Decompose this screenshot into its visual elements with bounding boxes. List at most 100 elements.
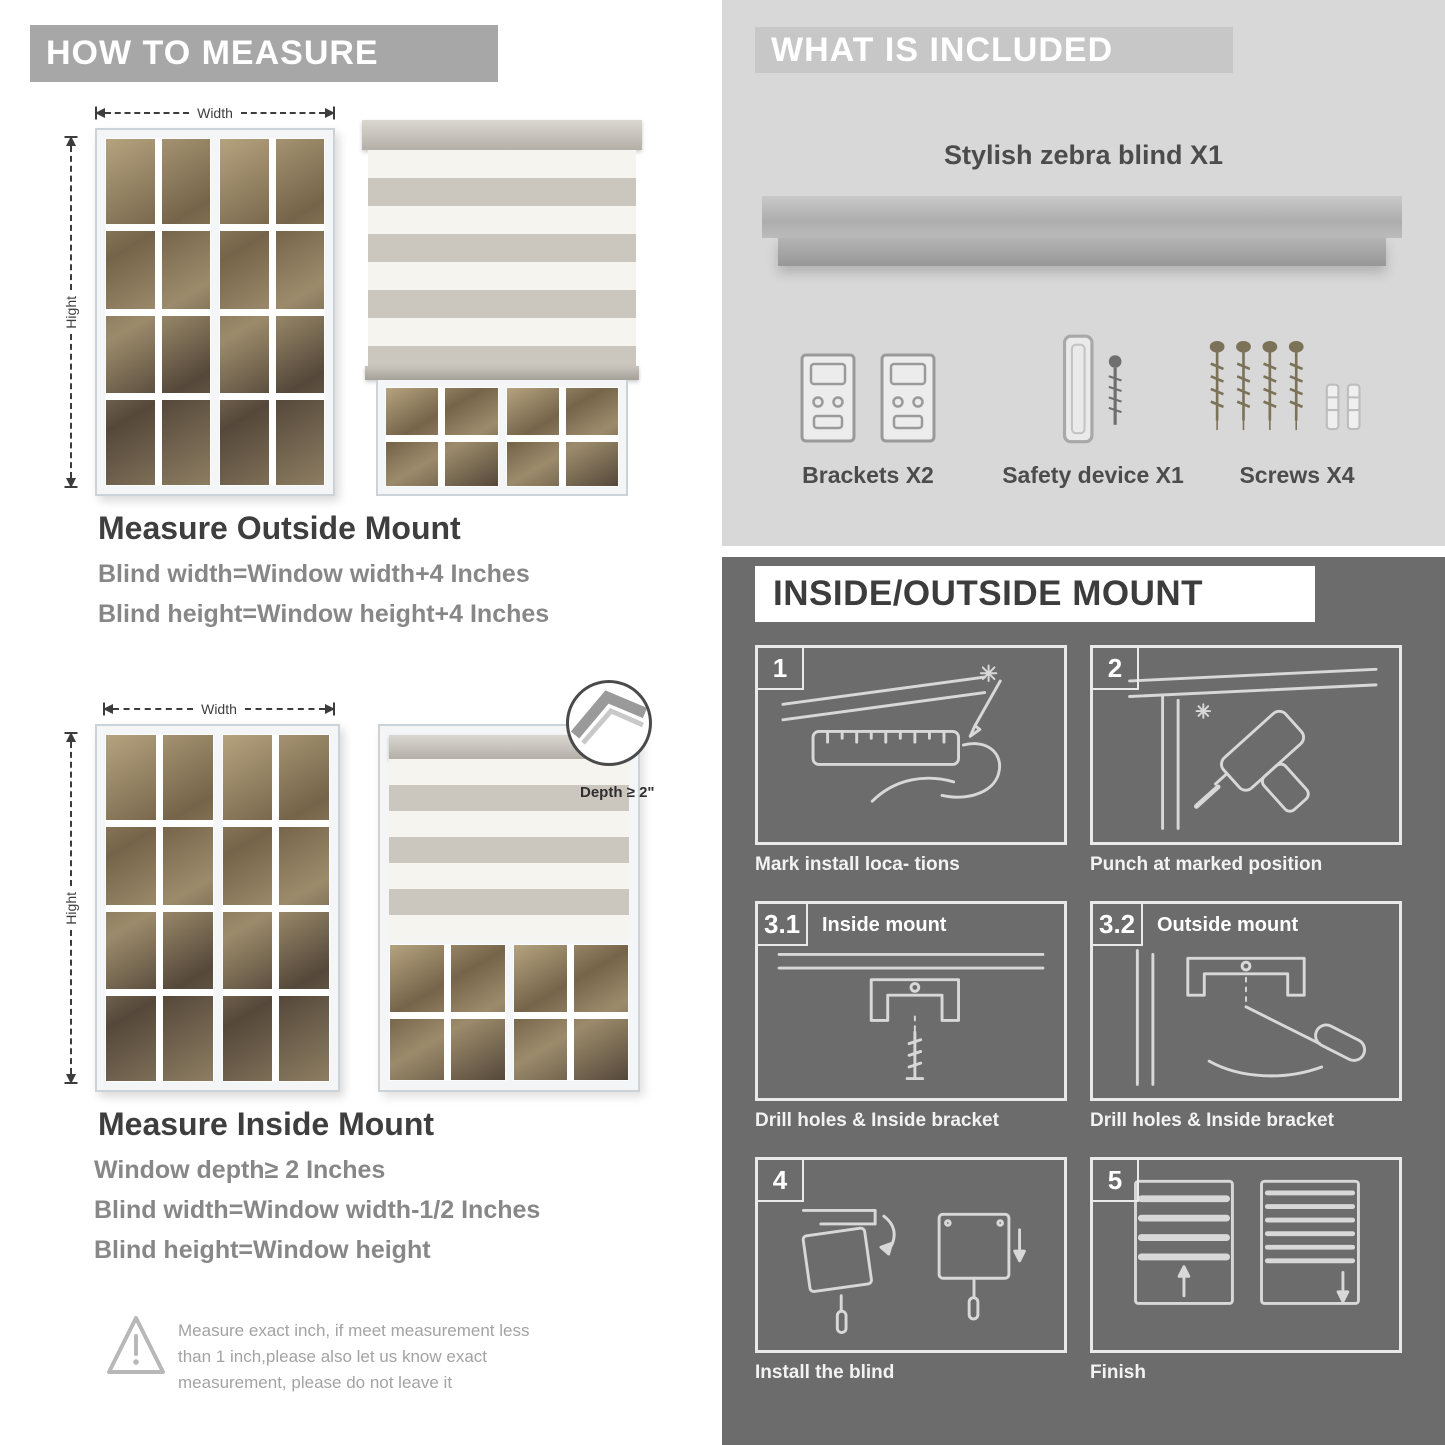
screws-illustration bbox=[1192, 328, 1392, 448]
safety-device-illustration bbox=[993, 328, 1193, 448]
step-caption: Drill holes & Inside bracket bbox=[755, 1110, 999, 1131]
depth-callout-circle bbox=[566, 680, 652, 766]
note-line: than 1 inch,please also let us know exac… bbox=[178, 1347, 488, 1366]
step-1: 1 Mark install loca bbox=[755, 645, 1067, 876]
step-label: Inside mount bbox=[822, 914, 947, 936]
step-caption: Drill holes & Inside bracket bbox=[1090, 1110, 1334, 1131]
blind-headrail-cassette bbox=[778, 238, 1386, 266]
step-label: Outside mount bbox=[1157, 914, 1299, 936]
brackets-label: Brackets X2 bbox=[802, 462, 934, 488]
drill-illustration bbox=[1128, 667, 1378, 830]
measurement-note: Measure exact inch, if meet measurement … bbox=[178, 1318, 529, 1396]
height-arrow-inside: Hight bbox=[62, 732, 80, 1084]
arrow-left-icon bbox=[103, 704, 113, 714]
mount-banner: INSIDE/OUTSIDE MOUNT bbox=[755, 566, 1315, 622]
step-2: 2 bbox=[1090, 645, 1402, 876]
step-box: 3.1 Inside mount bbox=[755, 901, 1067, 1101]
inside-mount-line2: Blind width=Window width-1/2 Inches bbox=[94, 1196, 541, 1224]
mount-instructions-section: INSIDE/OUTSIDE MOUNT 1 bbox=[722, 557, 1445, 1445]
depth-callout-label: Depth ≥ 2" bbox=[580, 784, 655, 801]
step-box: 1 bbox=[755, 645, 1067, 845]
step-caption: Mark install loca- tions bbox=[755, 854, 960, 875]
outside-mount-line1: Blind width=Window width+4 Inches bbox=[98, 560, 530, 588]
finished-blinds-illustration bbox=[1134, 1179, 1360, 1305]
step-box: 5 bbox=[1090, 1157, 1402, 1353]
step-box: 3.2 Outside mount bbox=[1090, 901, 1402, 1101]
blind-bottom-rail bbox=[365, 366, 639, 380]
what-is-included-title: WHAT IS INCLUDED bbox=[771, 30, 1114, 69]
window-sash bbox=[512, 944, 629, 1081]
width-label: Width bbox=[197, 105, 233, 121]
zebra-blind-inside-figure bbox=[378, 724, 640, 1092]
mount-title: INSIDE/OUTSIDE MOUNT bbox=[773, 574, 1204, 613]
blind-cassette bbox=[362, 120, 642, 150]
window-sash bbox=[385, 387, 499, 487]
step-4: 4 Instal bbox=[755, 1157, 1067, 1384]
step-number: 3.2 bbox=[1093, 904, 1144, 946]
step-5: 5 Finish bbox=[1090, 1157, 1402, 1384]
step-caption: Install the blind bbox=[755, 1362, 895, 1383]
window-sash bbox=[219, 138, 325, 486]
step-box: 2 bbox=[1090, 645, 1402, 845]
blind-stripes bbox=[389, 759, 629, 941]
zebra-blind-outside-figure bbox=[362, 120, 642, 496]
bracket-icon bbox=[800, 353, 856, 443]
note-line: Measure exact inch, if meet measurement … bbox=[178, 1321, 530, 1340]
inside-bracket-illustration bbox=[777, 952, 1045, 1081]
blind-stripes bbox=[368, 150, 636, 366]
step-caption: Punch at marked position bbox=[1090, 854, 1323, 875]
window-photo-outside bbox=[95, 128, 335, 496]
arrow-down-icon bbox=[66, 1074, 76, 1084]
window-sash bbox=[505, 387, 619, 487]
brackets-illustration bbox=[768, 328, 968, 448]
step-number: 1 bbox=[758, 648, 804, 690]
window-below-blind bbox=[376, 380, 628, 496]
step-number: 4 bbox=[758, 1160, 804, 1202]
inside-mount-line3: Blind height=Window height bbox=[94, 1236, 431, 1264]
what-is-included-banner: WHAT IS INCLUDED bbox=[755, 27, 1233, 73]
step-number: 5 bbox=[1093, 1160, 1139, 1202]
outside-mount-title: Measure Outside Mount bbox=[98, 510, 461, 546]
arrow-up-icon bbox=[66, 136, 76, 146]
step-3-1: 3.1 Inside mount Drill holes & Inside br… bbox=[755, 901, 1067, 1132]
width-arrow-inside: Width bbox=[103, 700, 336, 718]
install-blind-illustration bbox=[801, 1208, 1026, 1335]
step-number: 3.1 bbox=[758, 904, 809, 946]
step-number: 2 bbox=[1093, 648, 1139, 690]
how-to-measure-title: HOW TO MEASURE bbox=[46, 34, 379, 72]
safety-device-icon bbox=[1062, 334, 1122, 444]
outside-bracket-illustration bbox=[1135, 949, 1367, 1086]
step-3-2: 3.2 Outside mount Drill holes & Inside b… bbox=[1090, 901, 1402, 1132]
product-label: Stylish zebra blind X1 bbox=[943, 140, 1224, 170]
height-label: Hight bbox=[63, 891, 79, 925]
blind-headrail bbox=[762, 196, 1402, 238]
arrow-right-icon bbox=[325, 704, 336, 714]
arrow-up-icon bbox=[66, 732, 76, 742]
window-below-blind bbox=[389, 944, 629, 1081]
window-sash bbox=[221, 734, 330, 1082]
arrow-left-icon bbox=[95, 108, 105, 118]
width-label: Width bbox=[201, 701, 237, 717]
bracket-icon bbox=[880, 353, 936, 443]
screws-label: Screws X4 bbox=[1239, 462, 1355, 488]
window-sash bbox=[389, 944, 506, 1081]
window-photo-inside bbox=[95, 724, 340, 1092]
arrow-right-icon bbox=[325, 108, 336, 118]
note-line: measurement, please do not leave it bbox=[178, 1373, 453, 1392]
window-corner-icon bbox=[570, 690, 648, 745]
what-is-included-section: WHAT IS INCLUDED Stylish zebra blind X1 bbox=[722, 0, 1445, 546]
safety-device-label: Safety device X1 bbox=[1002, 462, 1184, 488]
step-caption: Finish bbox=[1090, 1362, 1146, 1383]
measuring-tape-illustration bbox=[781, 664, 1002, 803]
how-to-measure-banner: HOW TO MEASURE bbox=[30, 25, 498, 82]
width-arrow-outside: Width bbox=[95, 104, 336, 122]
window-sash bbox=[105, 734, 214, 1082]
screws-icon bbox=[1209, 339, 1361, 432]
step-box: 4 bbox=[755, 1157, 1067, 1353]
window-sash bbox=[105, 138, 211, 486]
arrow-down-icon bbox=[66, 478, 76, 488]
height-arrow-outside: Hight bbox=[62, 136, 80, 488]
inside-mount-line1: Window depth≥ 2 Inches bbox=[94, 1156, 386, 1184]
outside-mount-line2: Blind height=Window height+4 Inches bbox=[98, 600, 550, 628]
